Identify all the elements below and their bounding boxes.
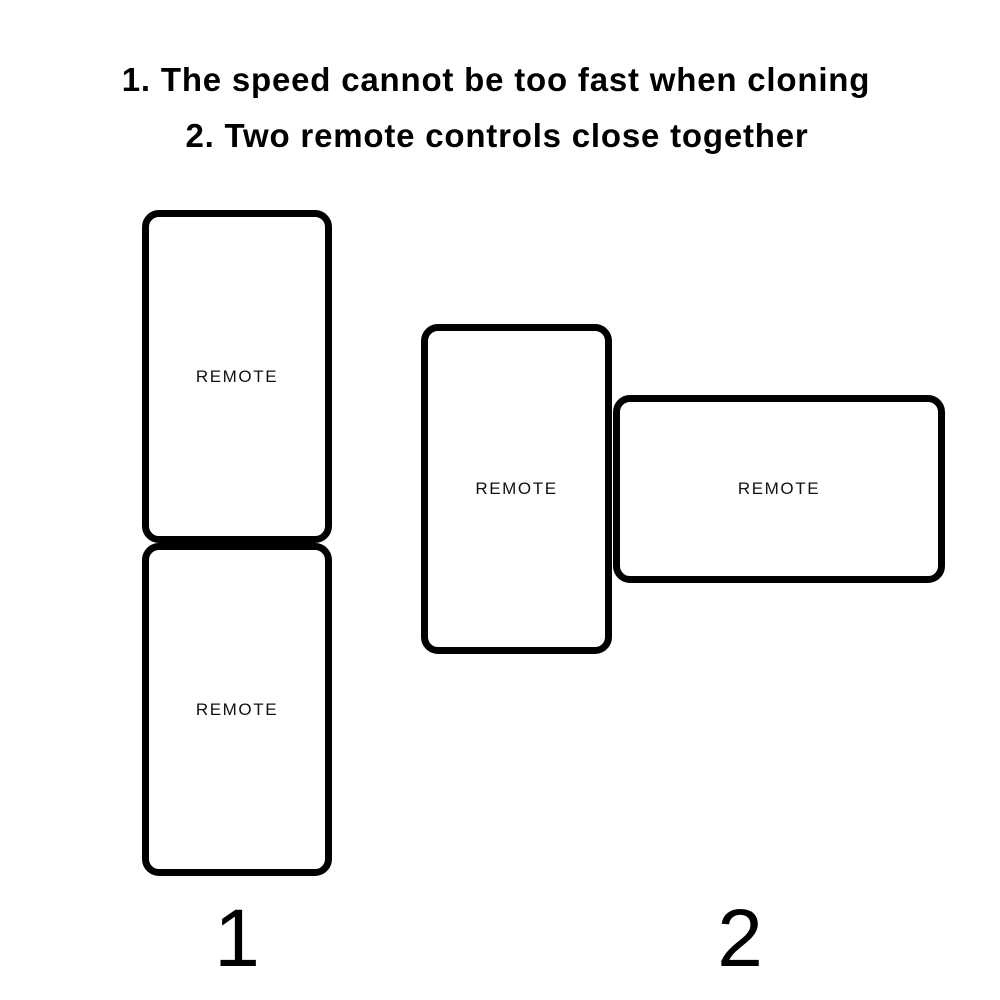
remote-label: REMOTE xyxy=(737,479,821,498)
remote-label: REMOTE xyxy=(195,699,279,719)
instruction-line-2: 2. Two remote controls close together xyxy=(185,117,809,154)
remote-device-group2-left: REMOTE xyxy=(421,324,612,654)
remote-device-group1-top: REMOTE xyxy=(142,210,332,543)
remote-label: REMOTE xyxy=(195,366,279,386)
remote-label: REMOTE xyxy=(475,479,558,498)
instruction-line-1: 1. The speed cannot be too fast when clo… xyxy=(121,61,871,98)
group-number-1: 1 xyxy=(214,893,260,984)
group-number-2: 2 xyxy=(717,893,763,984)
remote-device-group2-right: REMOTE xyxy=(613,395,945,583)
remote-device-group1-bottom: REMOTE xyxy=(142,543,332,876)
instructions-block: 1. The speed cannot be too fast when clo… xyxy=(0,52,1000,164)
